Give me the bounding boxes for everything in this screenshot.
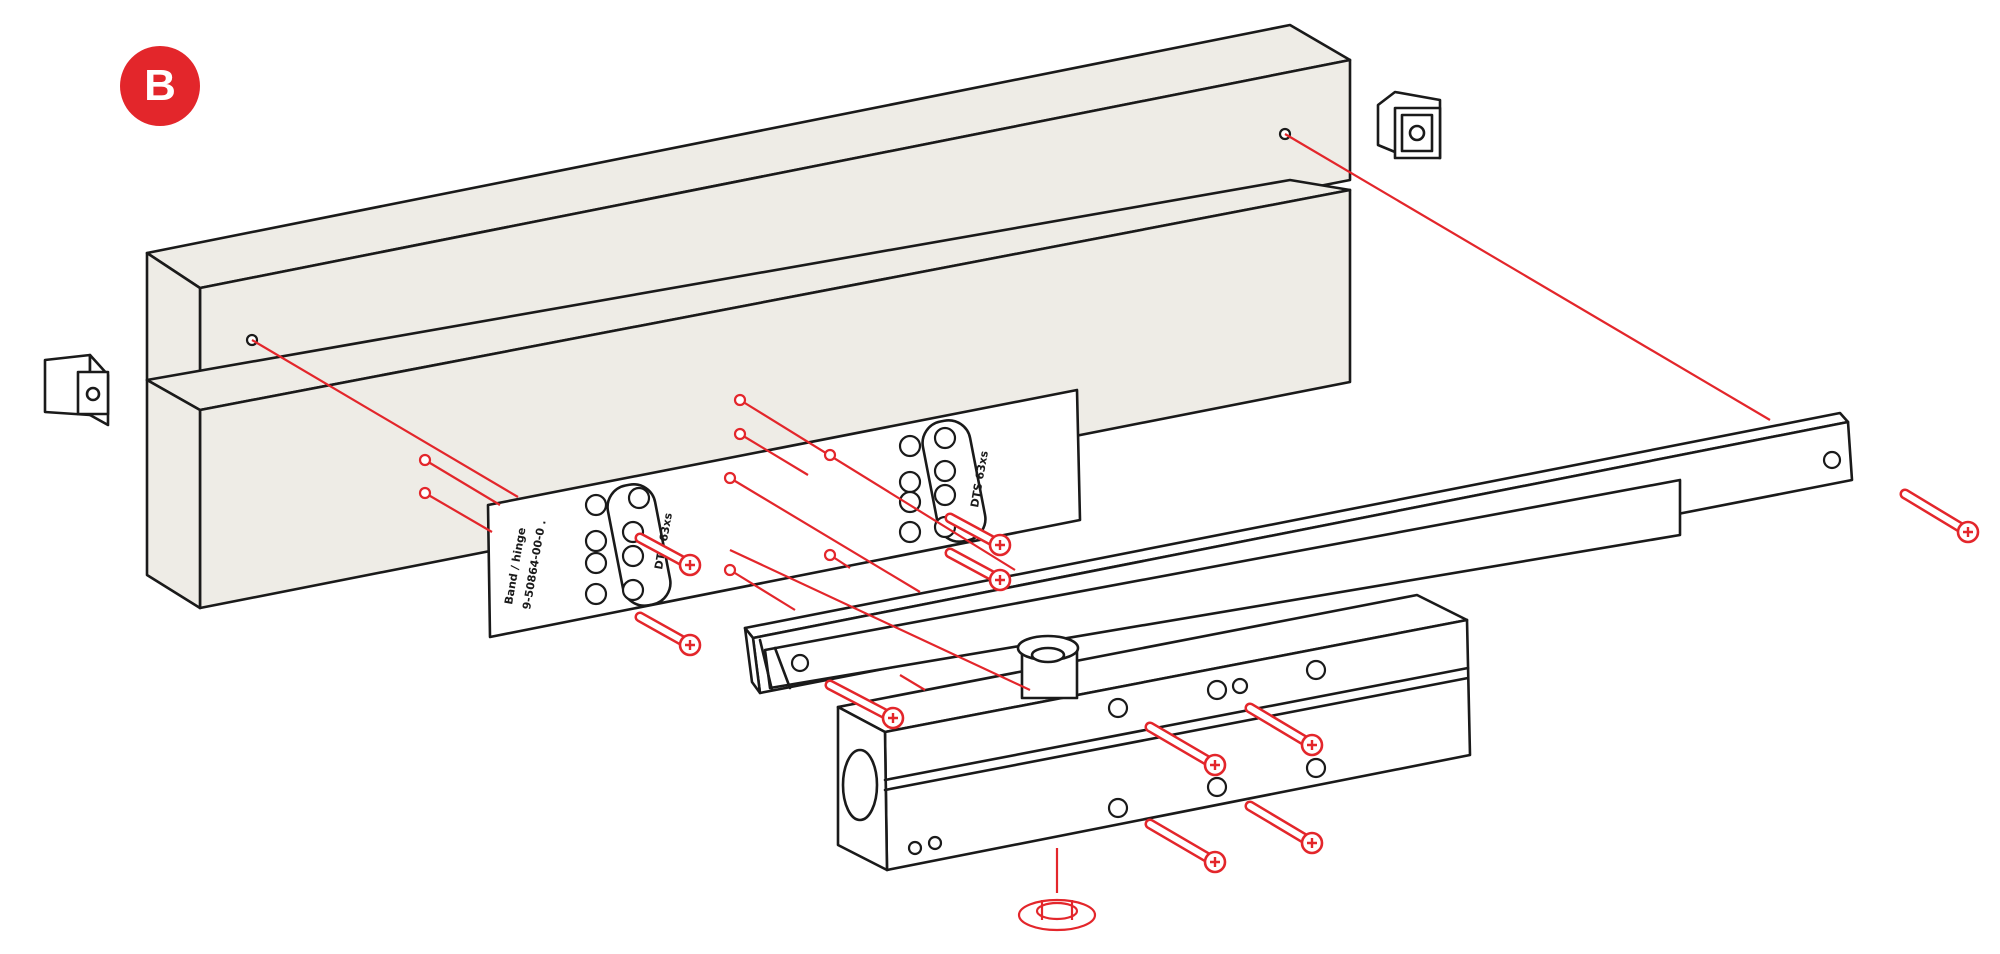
lower-beam-end xyxy=(145,378,202,610)
door-closer-body xyxy=(836,593,1472,872)
screw-icon xyxy=(634,611,702,657)
closer-end-cap xyxy=(841,748,879,822)
screw-icon xyxy=(824,679,905,730)
guide-rail xyxy=(743,411,1854,695)
screw-icon xyxy=(944,512,1012,557)
screw-icon xyxy=(1144,721,1227,777)
screw-icon xyxy=(1244,702,1324,757)
guide-hole-markers xyxy=(418,393,837,577)
screw-icon xyxy=(1899,488,1980,544)
step-badge: B xyxy=(120,46,200,126)
plate-hole-group xyxy=(584,426,957,606)
rail-hole xyxy=(1822,450,1842,470)
screw-set xyxy=(634,488,1980,874)
screw-icon xyxy=(1144,818,1227,874)
nut-icon xyxy=(1017,898,1097,932)
rail-hole xyxy=(790,653,810,673)
end-cap-right-icon xyxy=(1376,90,1442,160)
end-cap-left-icon xyxy=(43,353,110,427)
step-label: B xyxy=(144,61,176,110)
screw-icon xyxy=(944,547,1012,592)
assembly-guide-lines xyxy=(251,133,1771,893)
door-frame xyxy=(145,23,1352,610)
screw-icon xyxy=(634,532,702,577)
screw-icon xyxy=(1244,800,1324,855)
